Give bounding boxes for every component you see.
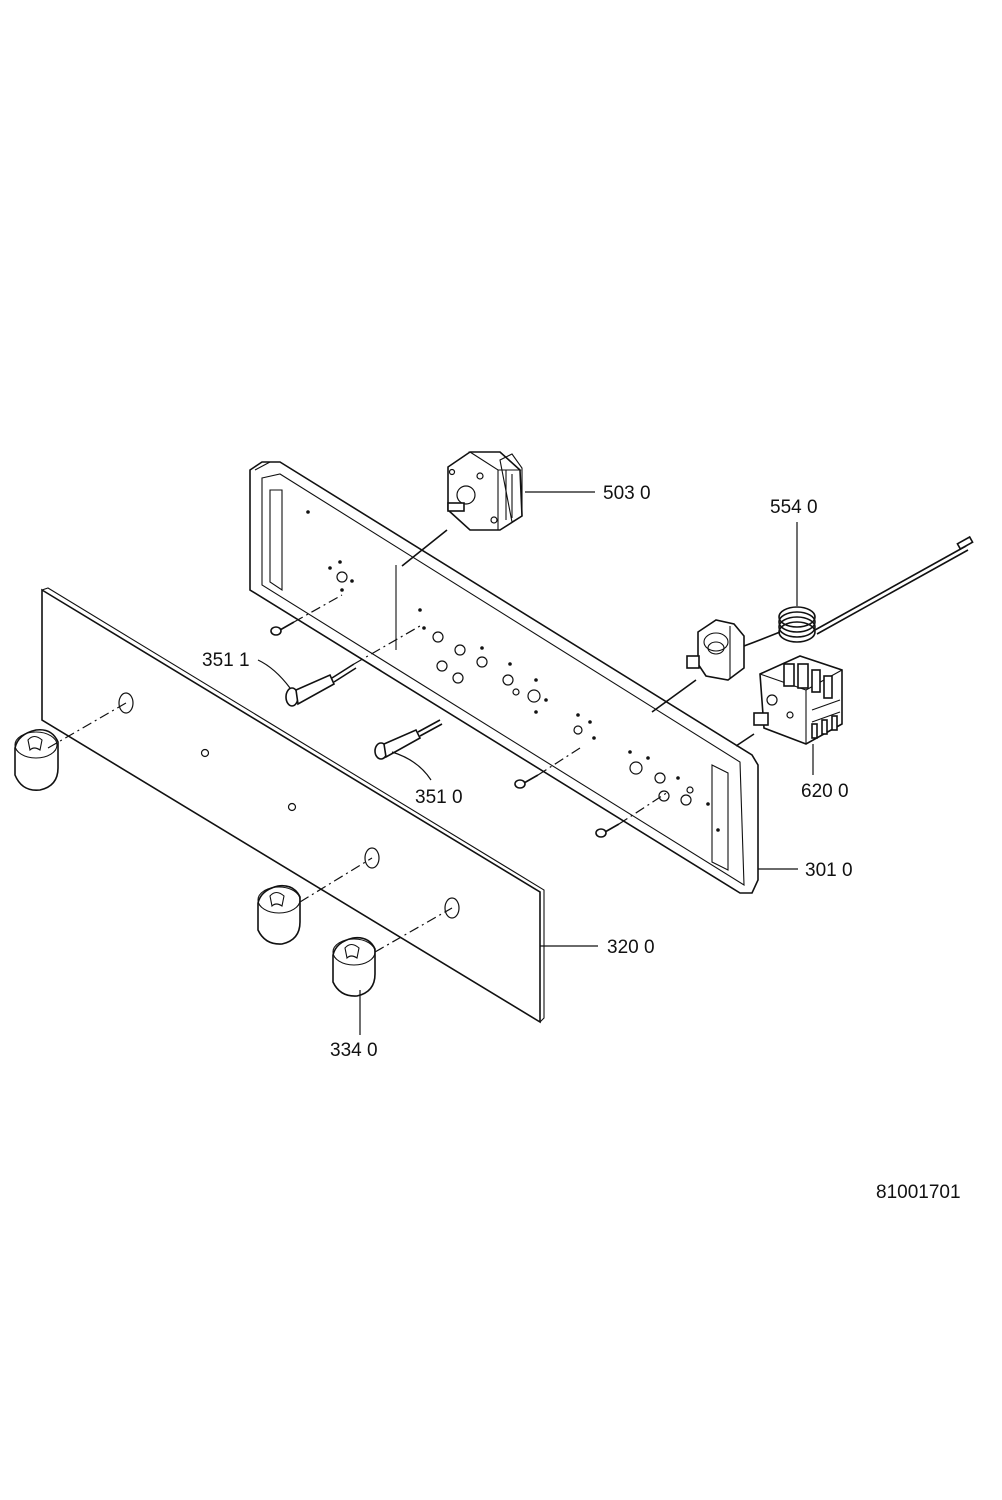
label-part-351-1: 351 1	[202, 650, 250, 671]
thermostat	[686, 619, 745, 681]
label-part-620-0: 620 0	[801, 781, 849, 802]
indicator-lamp-upper	[285, 663, 357, 707]
front-fascia-panel	[41, 587, 545, 1024]
indicator-lamp-lower	[374, 719, 443, 760]
frame-holes	[306, 510, 720, 832]
label-part-554-0: 554 0	[770, 497, 818, 518]
control-knob-middle	[257, 884, 301, 945]
label-part-503-0: 503 0	[603, 483, 651, 504]
label-part-351-0: 351 0	[415, 787, 463, 808]
leader-lines	[257, 491, 814, 1035]
label-part-320-0: 320 0	[607, 937, 655, 958]
label-part-334-0: 334 0	[330, 1040, 378, 1061]
selector-switch-block	[753, 655, 843, 745]
thermostat-capillary-coil	[743, 535, 974, 647]
control-knob-left	[14, 728, 59, 792]
control-knob-right	[332, 936, 376, 997]
screws	[270, 621, 620, 838]
rotary-switch-timer	[447, 451, 523, 531]
label-part-301-0: 301 0	[805, 860, 853, 881]
control-panel-frame	[249, 461, 759, 894]
part-labels: 503 0 554 0 351 1 351 0 620 0 301 0 320 …	[202, 483, 961, 1203]
assembly-axis-lines	[47, 529, 755, 953]
drawing-number: 81001701	[876, 1182, 961, 1203]
